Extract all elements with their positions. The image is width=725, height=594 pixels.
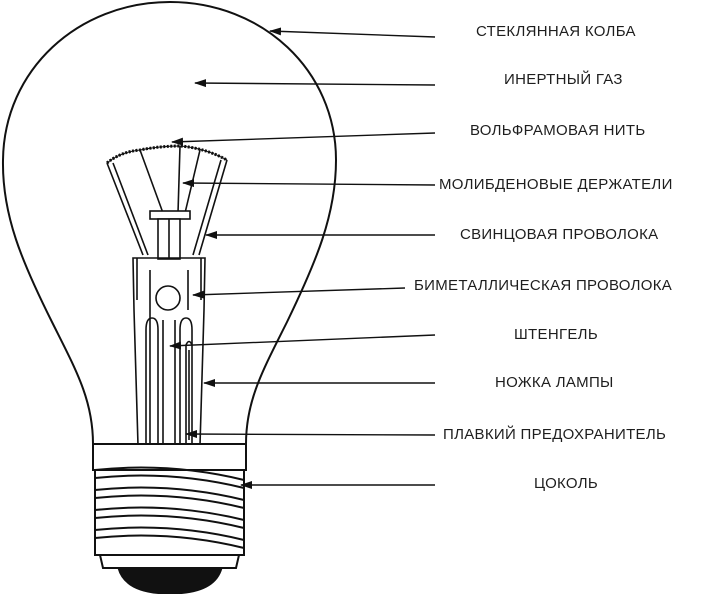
support-wires	[106, 145, 228, 256]
screw-base	[94, 466, 245, 569]
label-stem-tube: ШТЕНГЕЛЬ	[514, 326, 598, 343]
label-tungsten-filament: ВОЛЬФРАМОВАЯ НИТЬ	[470, 122, 646, 139]
neck-collar	[92, 443, 247, 471]
label-fuse: ПЛАВКИЙ ПРЕДОХРАНИТЕЛЬ	[443, 425, 666, 443]
label-bimetallic-wire: БИМЕТАЛЛИЧЕСКАЯ ПРОВОЛОКА	[414, 277, 672, 294]
filament-core	[106, 145, 228, 164]
glass-bulb-outline	[1, 0, 338, 445]
label-inert-gas: ИНЕРТНЫЙ ГАЗ	[504, 70, 623, 88]
label-glass-bulb: СТЕКЛЯННАЯ КОЛБА	[476, 23, 636, 40]
label-lamp-stem: НОЖКА ЛАМПЫ	[495, 374, 614, 391]
label-base: ЦОКОЛЬ	[534, 475, 598, 492]
stem-clamp	[149, 210, 191, 260]
lamp-stem-body	[132, 257, 206, 446]
leader-lines	[169, 27, 436, 489]
label-molybdenum-holders: МОЛИБДЕНОВЫЕ ДЕРЖАТЕЛИ	[439, 176, 673, 193]
base-contact	[117, 567, 223, 594]
label-lead-wire: СВИНЦОВАЯ ПРОВОЛОКА	[460, 226, 658, 243]
filament-coil	[106, 144, 228, 165]
